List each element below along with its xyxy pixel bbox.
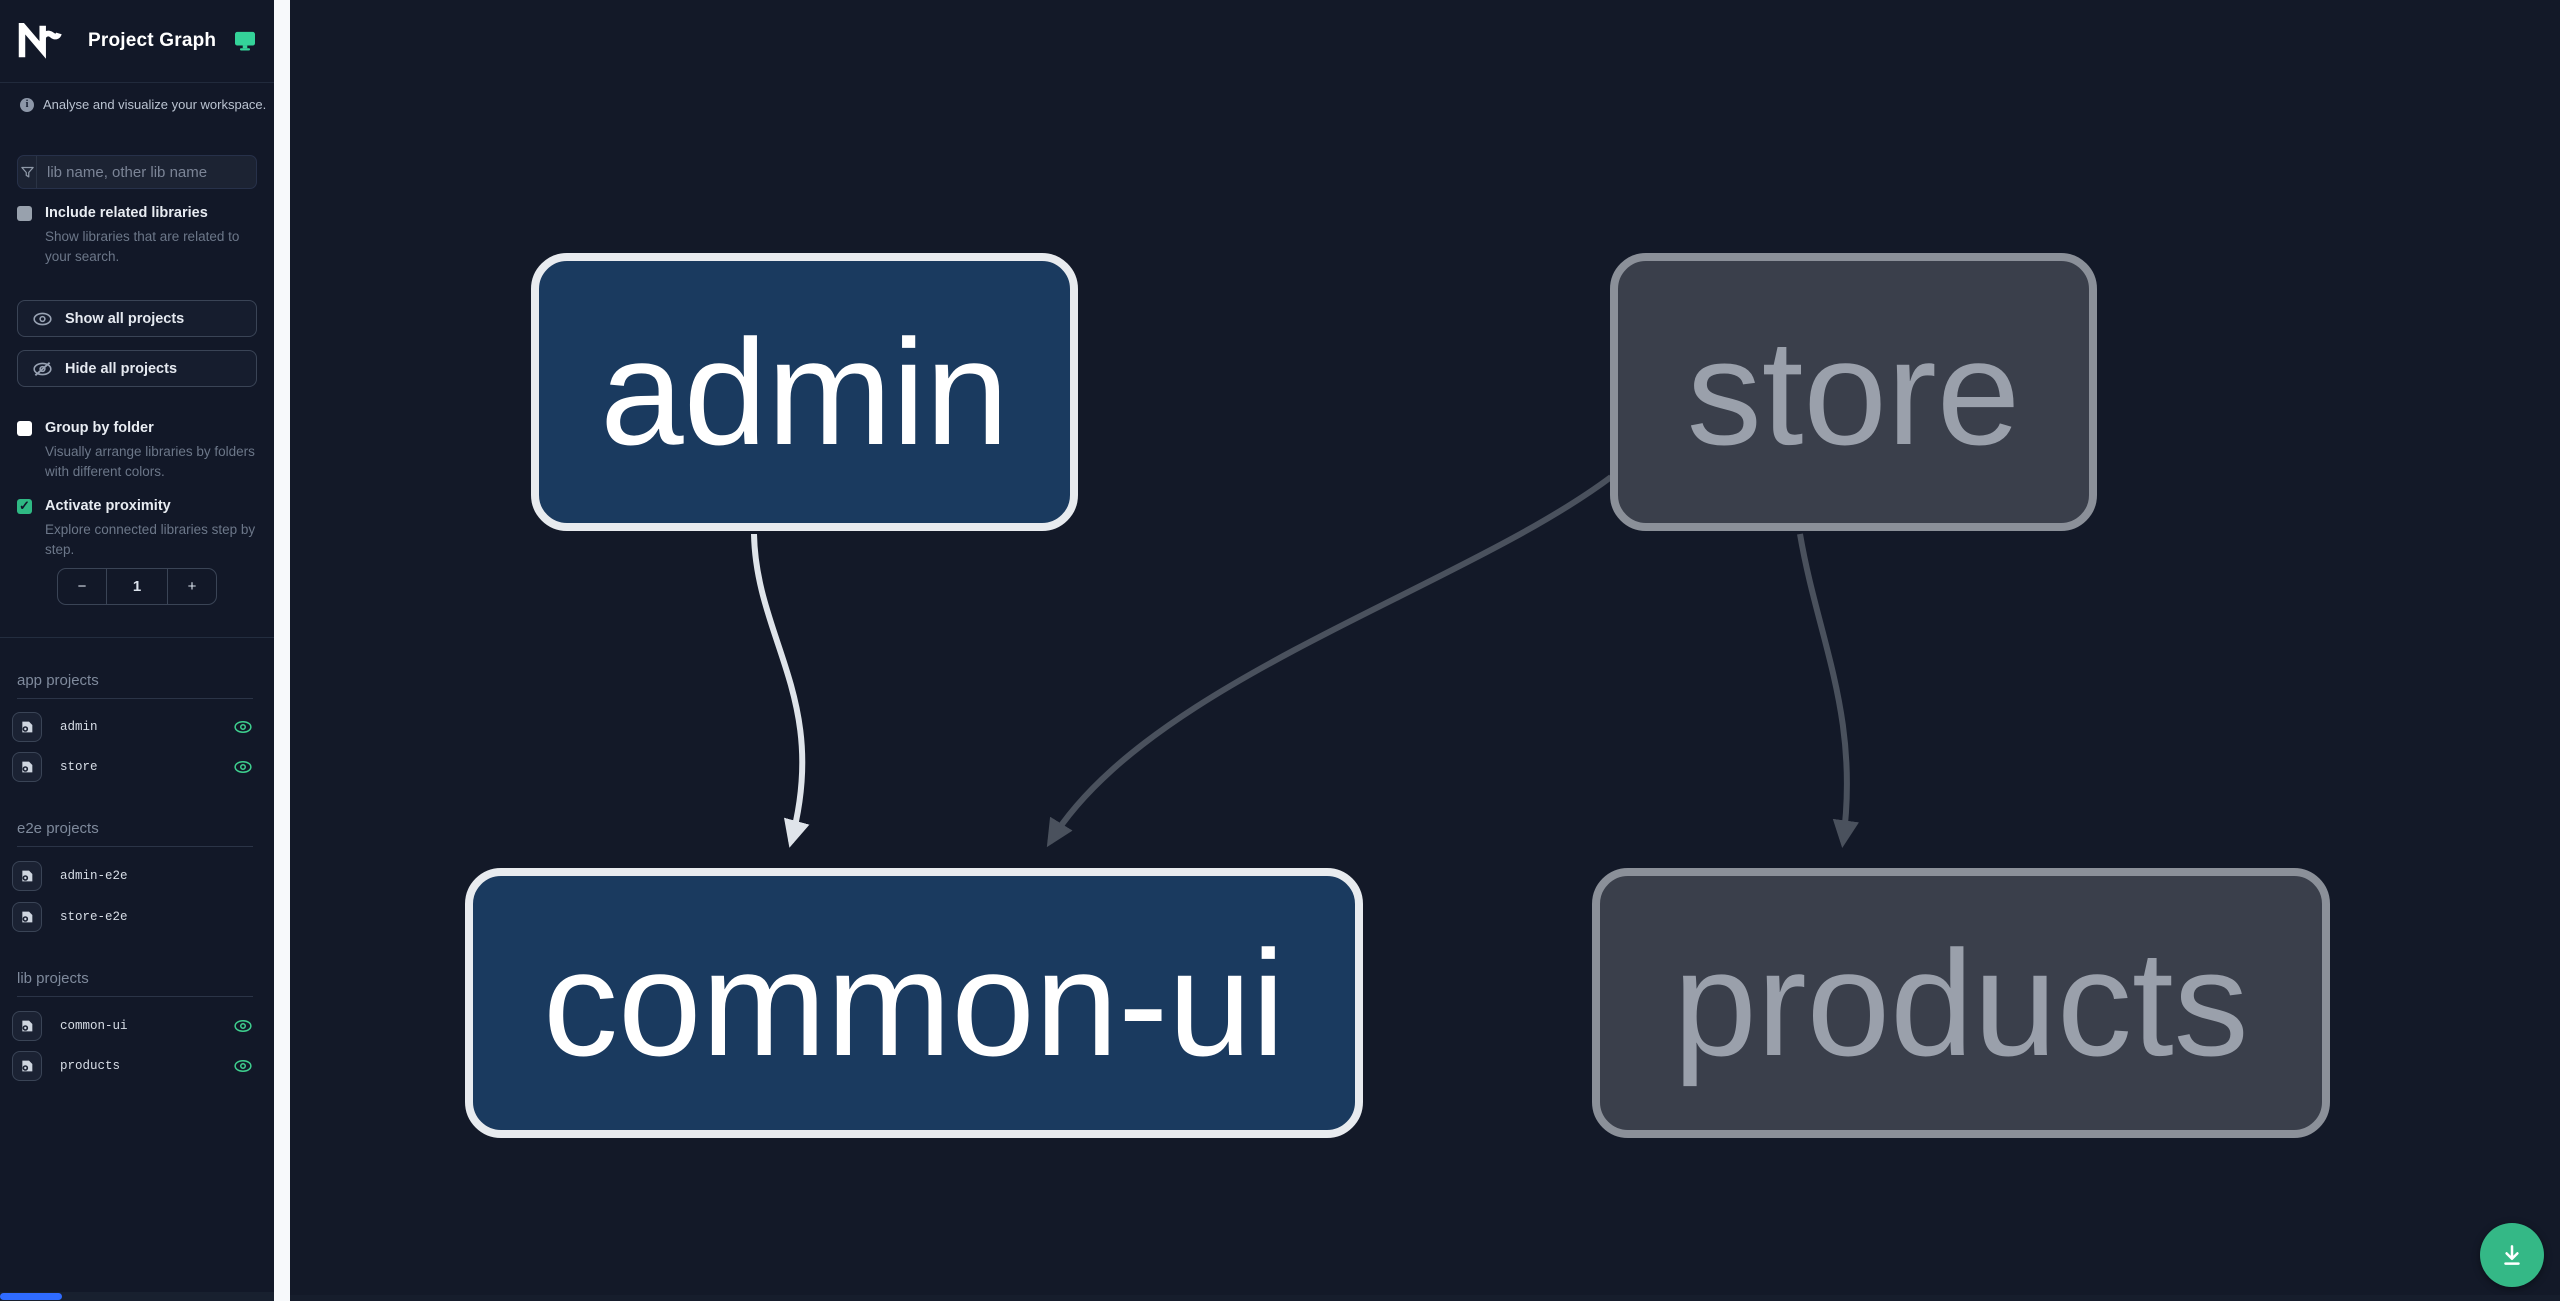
page-title: Project Graph [88, 30, 217, 51]
focus-icon [22, 721, 33, 733]
proximity-value: 1 [132, 578, 142, 595]
sidebar-resizer[interactable] [274, 0, 290, 1301]
graph-canvas[interactable]: admin store common-ui products [290, 0, 2560, 1301]
proximity-increment-button[interactable]: + [167, 569, 216, 604]
project-name: admin [60, 720, 98, 734]
section-title-app-projects: app projects [17, 672, 253, 699]
focus-icon [22, 911, 33, 923]
section-title-lib-projects: lib projects [17, 970, 253, 997]
include-related-checkbox[interactable] [17, 206, 32, 221]
info-icon: i [20, 97, 34, 112]
include-related-description: Show libraries that are related to your … [45, 228, 240, 264]
project-name: admin-e2e [60, 869, 128, 883]
project-search [17, 155, 257, 189]
node-label-store: store [1686, 307, 2021, 476]
edge-admin-to-common-ui[interactable] [751, 533, 810, 848]
monitor-icon[interactable] [234, 31, 256, 51]
graph-node-admin[interactable]: admin [531, 253, 1078, 531]
project-row-store-e2e: store-e2e [12, 902, 262, 932]
include-related-toggle: Include related libraries Show libraries… [17, 205, 257, 267]
project-row-store: store [12, 752, 262, 782]
sidebar-hscrollbar-track [0, 1292, 274, 1301]
focus-icon [22, 1020, 33, 1032]
edge-store-to-products[interactable] [1797, 533, 1859, 848]
activate-proximity-label: Activate proximity [45, 498, 171, 514]
project-row-admin: admin [12, 712, 262, 742]
focus-project-button[interactable] [12, 712, 42, 742]
sidebar-divider [0, 637, 274, 638]
show-all-projects-button[interactable]: Show all projects [17, 300, 257, 337]
download-icon [2504, 1245, 2520, 1265]
project-name: products [60, 1059, 121, 1073]
download-graph-button[interactable] [2480, 1223, 2544, 1287]
toggle-visibility-eye-icon[interactable] [234, 720, 252, 734]
edge-store-to-common-ui[interactable] [1046, 474, 1613, 848]
group-by-folder-description: Visually arrange libraries by folders wi… [45, 443, 255, 479]
focus-icon [22, 761, 33, 773]
group-by-folder-toggle: Group by folder Visually arrange librari… [17, 420, 257, 482]
activate-proximity-checkbox[interactable] [17, 498, 32, 514]
project-name: store-e2e [60, 910, 128, 924]
search-input[interactable] [37, 156, 256, 188]
hide-all-projects-label: Hide all projects [65, 360, 178, 377]
section-title-e2e-projects: e2e projects [17, 820, 253, 847]
nx-logo-icon [18, 23, 62, 59]
activate-proximity-toggle: Activate proximity Explore connected lib… [17, 498, 257, 560]
focus-icon [22, 870, 33, 882]
focus-project-button[interactable] [12, 1011, 42, 1041]
sidebar-header: Project Graph [0, 0, 274, 83]
show-all-projects-label: Show all projects [65, 310, 185, 327]
project-row-common-ui: common-ui [12, 1011, 262, 1041]
toggle-visibility-eye-icon[interactable] [234, 1059, 252, 1073]
activate-proximity-description: Explore connected libraries step by step… [45, 521, 256, 557]
eye-off-icon [33, 361, 52, 376]
sidebar-hscrollbar-thumb[interactable] [0, 1293, 62, 1300]
group-by-folder-checkbox[interactable] [17, 421, 32, 436]
project-name: common-ui [60, 1019, 128, 1033]
workspace-tagline: i Analyse and visualize your workspace. [0, 97, 274, 112]
graph-edges [751, 474, 1859, 848]
toggle-visibility-eye-icon[interactable] [234, 760, 252, 774]
node-label-admin: admin [600, 307, 1009, 476]
project-row-products: products [12, 1051, 262, 1081]
include-related-label: Include related libraries [45, 205, 208, 221]
focus-project-button[interactable] [12, 1051, 42, 1081]
proximity-stepper: − 1 + [57, 568, 217, 605]
hide-all-projects-button[interactable]: Hide all projects [17, 350, 257, 387]
eye-icon [33, 312, 52, 325]
toggle-visibility-eye-icon[interactable] [234, 1019, 252, 1033]
focus-project-button[interactable] [12, 902, 42, 932]
graph-node-store[interactable]: store [1610, 253, 2097, 531]
focus-project-button[interactable] [12, 752, 42, 782]
graph-node-products[interactable]: products [1592, 868, 2330, 1138]
sidebar: Project Graph i Analyse and visualize yo… [0, 0, 274, 1301]
group-by-folder-label: Group by folder [45, 420, 154, 436]
node-label-common-ui: common-ui [543, 918, 1285, 1087]
focus-icon [22, 1060, 33, 1072]
canvas-hscrollbar-track [290, 1295, 2560, 1301]
focus-project-button[interactable] [12, 861, 42, 891]
node-label-products: products [1673, 918, 2249, 1087]
project-name: store [60, 760, 98, 774]
graph-node-common-ui[interactable]: common-ui [465, 868, 1363, 1138]
project-row-admin-e2e: admin-e2e [12, 861, 262, 891]
proximity-decrement-button[interactable]: − [58, 569, 107, 604]
filter-funnel-icon [18, 156, 37, 188]
